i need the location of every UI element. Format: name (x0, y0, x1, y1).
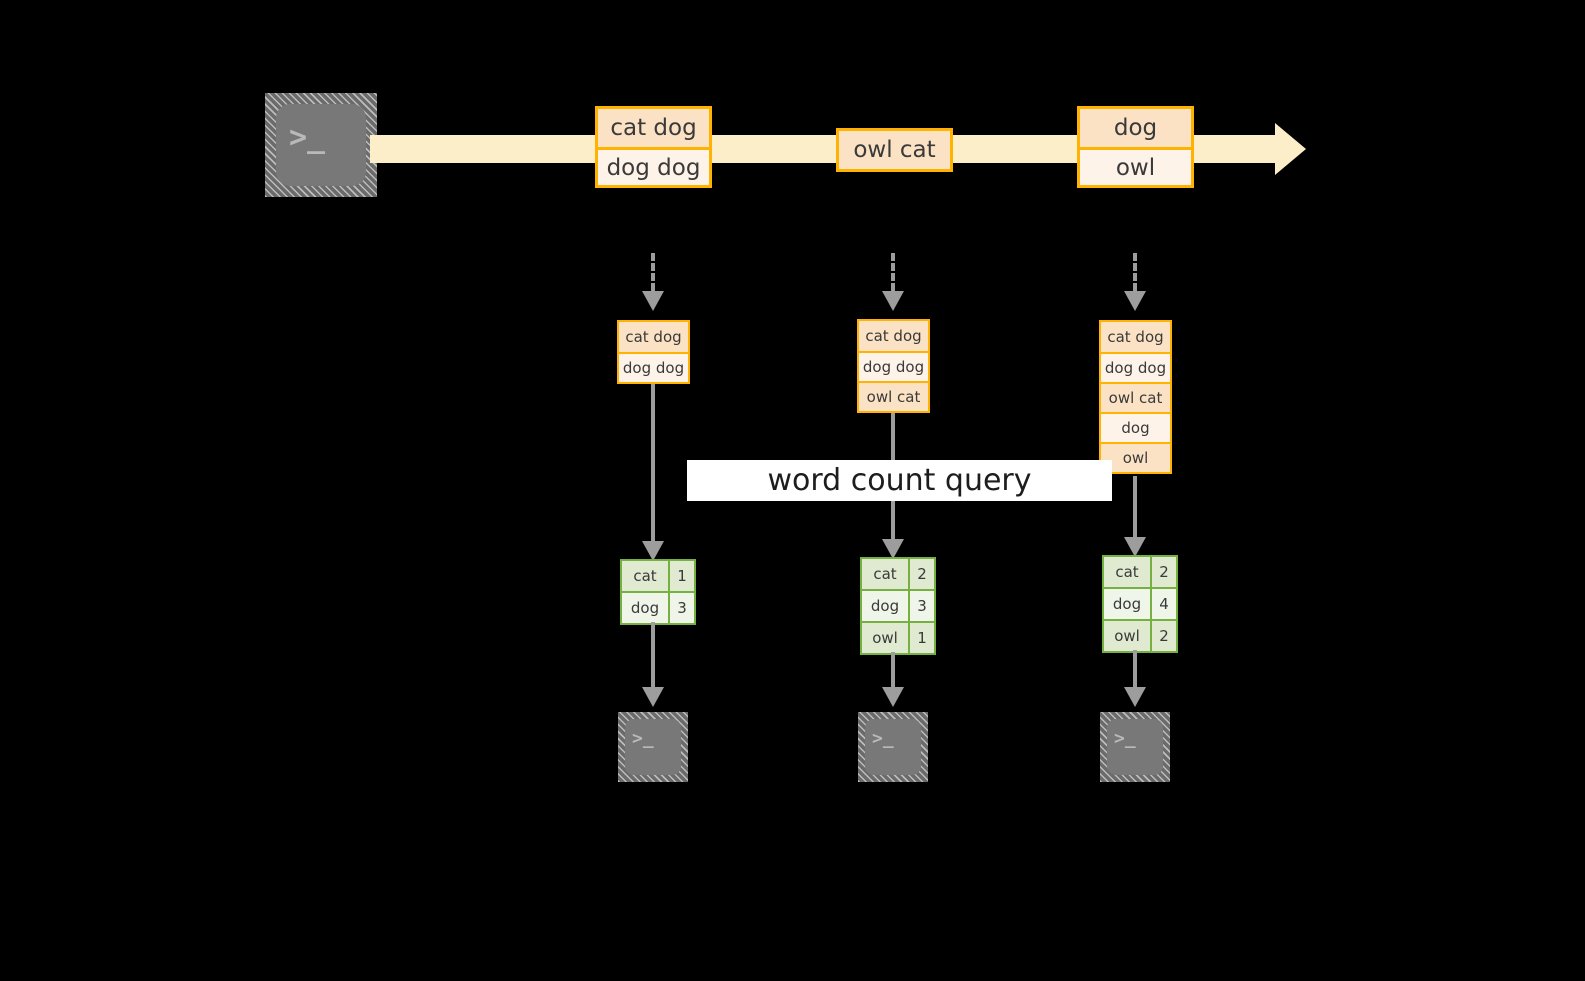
count-cell: 2 (1150, 621, 1176, 651)
word-cell: dog (1104, 589, 1150, 619)
snapshot-line: cat dog (619, 322, 688, 352)
stream-message-2[interactable]: owl cat (836, 128, 953, 172)
message-line: dog (1080, 109, 1191, 147)
count-cell: 1 (908, 623, 934, 653)
stream-to-snapshot-2-arrowhead (882, 291, 904, 311)
word-cell: dog (862, 591, 908, 621)
terminal-prompt-glyph: >_ (632, 728, 654, 749)
query-label-text: word count query (767, 463, 1032, 498)
table-row: owl 1 (862, 621, 934, 653)
snapshot-line: dog dog (859, 351, 928, 381)
word-cell: owl (1104, 621, 1150, 651)
terminal-screen (865, 719, 921, 775)
result-table-3[interactable]: cat 2 dog 4 owl 2 (1102, 555, 1178, 653)
result-3-to-consumer-arrowhead (1124, 687, 1146, 707)
snapshot-line: cat dog (1101, 322, 1170, 352)
table-row: cat 2 (862, 559, 934, 589)
stream-to-snapshot-1-arrowhead (642, 291, 664, 311)
word-cell: cat (622, 561, 668, 591)
terminal-prompt-glyph: >_ (1114, 728, 1136, 749)
result-3-to-consumer-line (1133, 650, 1137, 690)
message-line: owl (1080, 147, 1191, 185)
consumer-terminal-2: >_ (858, 712, 928, 782)
result-table-1[interactable]: cat 1 dog 3 (620, 559, 696, 625)
count-cell: 2 (908, 559, 934, 589)
stream-arrow-head (1275, 123, 1306, 175)
snapshot-1-messages[interactable]: cat dog dog dog (617, 320, 690, 384)
count-cell: 1 (668, 561, 694, 591)
result-table-2[interactable]: cat 2 dog 3 owl 1 (860, 557, 936, 655)
snapshot-line: owl (1101, 442, 1170, 472)
count-cell: 3 (908, 591, 934, 621)
table-row: dog 3 (622, 591, 694, 623)
consumer-terminal-1: >_ (618, 712, 688, 782)
word-cell: owl (862, 623, 908, 653)
snapshot-line: dog dog (1101, 352, 1170, 382)
message-line: cat dog (598, 109, 709, 147)
stream-to-snapshot-1-line (651, 253, 655, 291)
snapshot-1-to-result-line (651, 384, 655, 552)
result-2-to-consumer-line (891, 652, 895, 690)
stream-to-snapshot-2-line (891, 253, 895, 291)
terminal-prompt-glyph: >_ (289, 120, 326, 155)
table-row: owl 2 (1104, 619, 1176, 651)
word-cell: cat (862, 559, 908, 589)
snapshot-line: owl cat (1101, 382, 1170, 412)
snapshot-3-messages[interactable]: cat dog dog dog owl cat dog owl (1099, 320, 1172, 474)
table-row: dog 3 (862, 589, 934, 621)
snapshot-1-to-result-arrowhead (642, 541, 664, 561)
table-row: cat 1 (622, 561, 694, 591)
word-cell: dog (622, 593, 668, 623)
terminal-screen (276, 104, 366, 186)
query-label-band: word count query (687, 460, 1112, 501)
snapshot-line: dog (1101, 412, 1170, 442)
count-cell: 4 (1150, 589, 1176, 619)
stream-message-3[interactable]: dog owl (1077, 106, 1194, 188)
terminal-screen (1107, 719, 1163, 775)
stream-to-snapshot-3-arrowhead (1124, 291, 1146, 311)
snapshot-line: dog dog (619, 352, 688, 382)
snapshot-3-to-result-arrowhead (1124, 537, 1146, 557)
result-2-to-consumer-arrowhead (882, 687, 904, 707)
count-cell: 3 (668, 593, 694, 623)
result-1-to-consumer-arrowhead (642, 687, 664, 707)
count-cell: 2 (1150, 557, 1176, 587)
table-row: cat 2 (1104, 557, 1176, 587)
snapshot-line: cat dog (859, 321, 928, 351)
snapshot-line: owl cat (859, 381, 928, 411)
table-row: dog 4 (1104, 587, 1176, 619)
producer-terminal-icon: >_ (265, 93, 377, 197)
snapshot-3-to-result-line (1133, 476, 1137, 551)
consumer-terminal-3: >_ (1100, 712, 1170, 782)
terminal-screen (625, 719, 681, 775)
snapshot-2-to-result-arrowhead (882, 539, 904, 559)
stream-message-1[interactable]: cat dog dog dog (595, 106, 712, 188)
word-cell: cat (1104, 557, 1150, 587)
snapshot-2-messages[interactable]: cat dog dog dog owl cat (857, 319, 930, 413)
result-1-to-consumer-line (651, 622, 655, 690)
message-line: dog dog (598, 147, 709, 185)
terminal-prompt-glyph: >_ (872, 728, 894, 749)
message-line: owl cat (839, 131, 950, 169)
stream-to-snapshot-3-line (1133, 253, 1137, 291)
